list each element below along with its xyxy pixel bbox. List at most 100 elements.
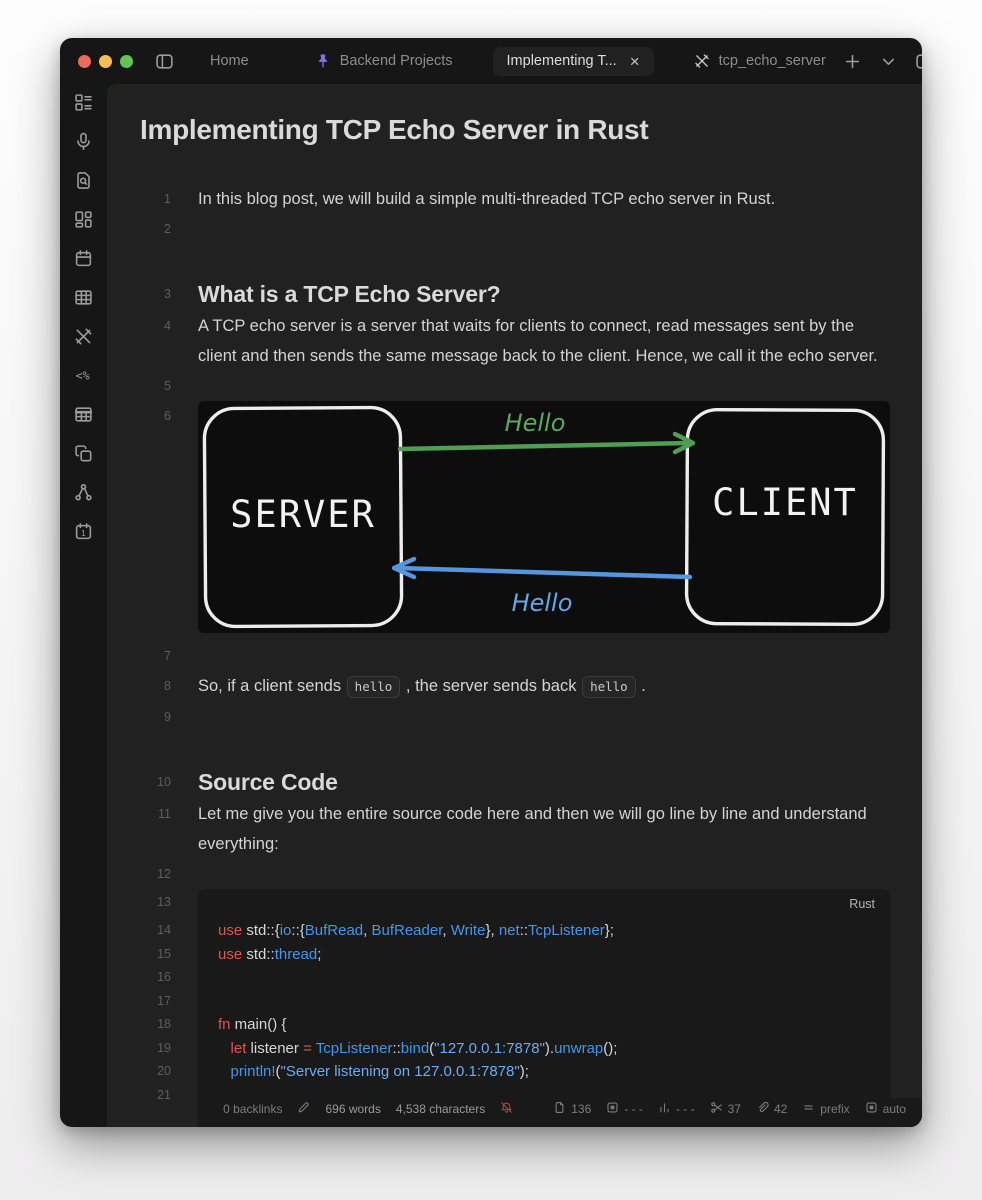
tab-backend-projects[interactable]: Backend Projects	[301, 47, 467, 75]
status-item-4-538-characters: 4,538 characters	[396, 1102, 485, 1116]
status-item-text: 37	[727, 1102, 741, 1116]
status-item-42[interactable]: 42	[756, 1101, 787, 1117]
minimize-window-button[interactable]	[99, 54, 112, 68]
frame-icon	[865, 1101, 878, 1117]
maximize-window-button[interactable]	[120, 54, 133, 68]
line-number: 8	[164, 679, 171, 693]
status-item-696-words: 696 words	[325, 1102, 380, 1116]
status-item--[interactable]: - - -	[658, 1101, 695, 1117]
line-number: 2	[164, 222, 171, 236]
paragraph-text[interactable]: So, if a client sends hello , the server…	[198, 671, 890, 702]
blank-line[interactable]	[198, 859, 890, 889]
status-item-37[interactable]: 37	[710, 1101, 741, 1117]
code-line	[218, 966, 890, 990]
code-line: use std::thread;	[218, 945, 322, 963]
tab-implementing-t-[interactable]: Implementing T... ×	[492, 46, 654, 76]
ribbon-calendar-button[interactable]	[74, 249, 94, 273]
top-arrow-label: Hello	[505, 409, 566, 437]
line-number: 19	[157, 1040, 171, 1055]
tab-tcp-echo-server[interactable]: tcp_echo_server	[680, 47, 840, 75]
layout-list-icon	[74, 93, 93, 117]
copy-icon	[74, 444, 93, 468]
paragraph-text[interactable]: Let me give you the entire source code h…	[198, 799, 890, 859]
code-line: println!("Server listening on 127.0.0.1:…	[230, 1063, 529, 1080]
document-title[interactable]: Implementing TCP Echo Server in Rust	[140, 114, 649, 145]
titlebar: Home Backend Projects Implementing T... × tc…	[60, 38, 922, 84]
chevron-down-icon[interactable]	[876, 48, 902, 74]
status-item-text: 696 words	[325, 1102, 381, 1116]
server-label: SERVER	[230, 493, 376, 536]
code-language-label: Rust	[849, 897, 875, 911]
ribbon-crossed-tools-button[interactable]	[74, 328, 94, 348]
line-number: 7	[164, 649, 171, 663]
status-item-text: 42	[773, 1102, 788, 1116]
status-item--[interactable]: - - -	[606, 1101, 643, 1117]
bell-off-icon	[500, 1101, 513, 1117]
blank-line[interactable]	[198, 371, 890, 401]
calendar-icon	[74, 249, 93, 273]
tab-close-icon[interactable]: ×	[629, 51, 640, 71]
ribbon-layout-dashboard-button[interactable]	[74, 211, 94, 231]
new-tab-plus-icon[interactable]	[840, 48, 866, 74]
text-run: A TCP echo server is a server that waits…	[198, 317, 878, 365]
ribbon-layout-list-button[interactable]	[74, 93, 94, 117]
paragraph-text[interactable]: A TCP echo server is a server that waits…	[198, 311, 890, 371]
blank-line[interactable]	[198, 702, 890, 732]
mic-icon	[74, 132, 93, 156]
line-number: 18	[157, 1017, 171, 1031]
tab-label: tcp_echo_server	[718, 53, 826, 69]
status-item-text: 136	[571, 1102, 592, 1116]
status-item-auto[interactable]: auto	[865, 1101, 906, 1117]
ribbon-table-2-button[interactable]	[74, 407, 94, 426]
blank-line[interactable]	[198, 641, 890, 671]
toggle-left-sidebar-icon[interactable]	[155, 48, 174, 74]
table-icon	[74, 288, 93, 312]
close-window-button[interactable]	[78, 54, 91, 68]
tab-label: Implementing T...	[506, 53, 617, 69]
clip-icon	[756, 1101, 769, 1117]
paragraph-text[interactable]: In this blog post, we will build a simpl…	[198, 184, 890, 214]
line-number: 15	[157, 946, 171, 961]
line-number: 21	[157, 1087, 171, 1102]
ribbon-templater-button[interactable]: <%	[74, 369, 94, 387]
status-item-prefix[interactable]: prefix	[802, 1101, 850, 1117]
ribbon-copy-button[interactable]	[74, 444, 94, 468]
app-window: Home Backend Projects Implementing T... × tc…	[60, 38, 922, 1127]
text-run: Let me give you the entire source code h…	[198, 805, 872, 853]
svg-text:1: 1	[81, 528, 86, 538]
section-heading[interactable]: What is a TCP Echo Server?	[198, 281, 501, 307]
editor-line-9: 9	[107, 702, 922, 732]
calendar-number-icon: 1	[74, 522, 93, 546]
tab-home[interactable]: Home	[196, 47, 263, 75]
line-number: 20	[157, 1064, 171, 1078]
toggle-right-sidebar-icon[interactable]	[912, 48, 922, 74]
code-line: fn main() {	[218, 1016, 287, 1033]
section-heading[interactable]: Source Code	[198, 769, 338, 795]
status-item-136[interactable]: 136	[553, 1101, 591, 1117]
status-item-bell-off[interactable]	[500, 1101, 513, 1117]
text-run: , the server sends back	[401, 677, 582, 695]
graph-icon	[74, 483, 93, 507]
blank-line[interactable]	[198, 214, 890, 244]
ribbon-table-button[interactable]	[74, 288, 94, 312]
editor-line-12: 12	[107, 859, 922, 889]
status-item-pencil[interactable]	[297, 1101, 310, 1117]
editor-line-8: 8 So, if a client sends hello , the serve…	[107, 671, 922, 702]
ribbon-calendar-number-button[interactable]: 1	[74, 522, 94, 546]
ribbon-mic-button[interactable]	[74, 132, 94, 156]
pencil-icon	[297, 1101, 310, 1117]
status-item-text: - - -	[624, 1102, 643, 1116]
ribbon-file-search-button[interactable]	[74, 172, 94, 192]
ribbon-graph-button[interactable]	[74, 483, 94, 507]
status-item-0-backlinks[interactable]: 0 backlinks	[223, 1102, 282, 1116]
frame-icon	[606, 1101, 619, 1117]
